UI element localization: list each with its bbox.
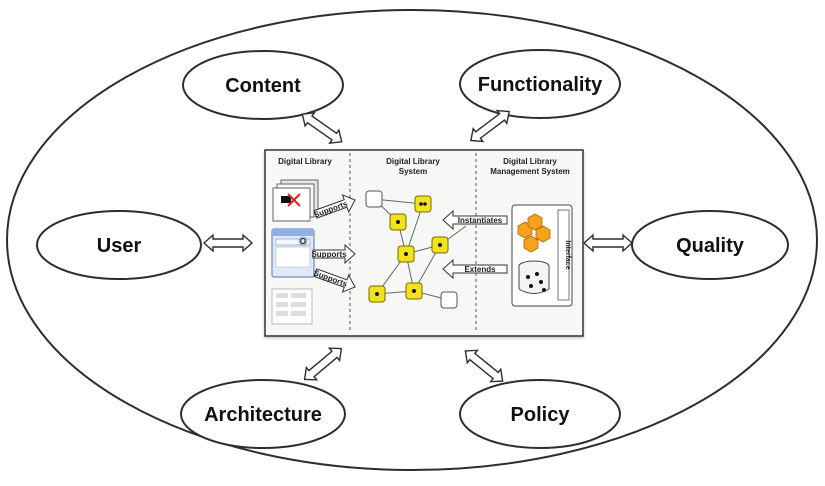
section-dl-title: Digital Library: [278, 157, 332, 166]
connector-user: [202, 233, 254, 253]
node-user: User: [36, 210, 202, 280]
node-content: Content: [182, 50, 344, 120]
section-dlms-title-line1: Digital Library: [503, 157, 557, 166]
connector-functionality: [469, 109, 511, 143]
svg-text:Instantiates: Instantiates: [458, 216, 503, 225]
browser-badge: O: [300, 237, 306, 246]
connector-content: [301, 111, 343, 145]
node-architecture-label: Architecture: [204, 404, 322, 426]
node-functionality-label: Functionality: [478, 74, 603, 96]
interface-panel: [557, 209, 570, 301]
connector-quality: [582, 233, 634, 253]
section-dls-title-line2: System: [399, 167, 427, 176]
svg-text:Supports: Supports: [311, 250, 347, 259]
browser-window-icon: O: [271, 228, 315, 278]
node-policy-label: Policy: [511, 404, 571, 426]
node-quality-label: Quality: [676, 235, 745, 257]
node-quality: Quality: [631, 210, 789, 280]
node-user-label: User: [97, 235, 142, 257]
central-panel: Digital Library Digital Library System D…: [264, 149, 584, 337]
node-policy: Policy: [459, 379, 621, 449]
thumbnail-grid-icon: [271, 288, 313, 325]
instantiates-arrow: Instantiates: [442, 209, 508, 231]
node-content-label: Content: [225, 75, 301, 97]
svg-text:Extends: Extends: [464, 265, 496, 274]
dlms-box: Interface: [511, 204, 573, 307]
connector-architecture: [303, 347, 343, 381]
section-dls-title-line1: Digital Library: [386, 157, 440, 166]
network-graph: [365, 190, 467, 309]
section-dlms-title-line2: Management System: [490, 167, 570, 176]
supports-arrow-middle: Supports: [311, 243, 356, 265]
component-cluster-icon: [517, 213, 551, 253]
connector-policy: [464, 349, 504, 383]
extends-arrow: Extends: [442, 258, 508, 280]
node-functionality: Functionality: [459, 49, 621, 119]
document-stack-icon: [272, 179, 319, 222]
database-icon: [518, 260, 550, 294]
interface-label: Interface: [564, 240, 571, 269]
node-architecture: Architecture: [180, 379, 346, 449]
